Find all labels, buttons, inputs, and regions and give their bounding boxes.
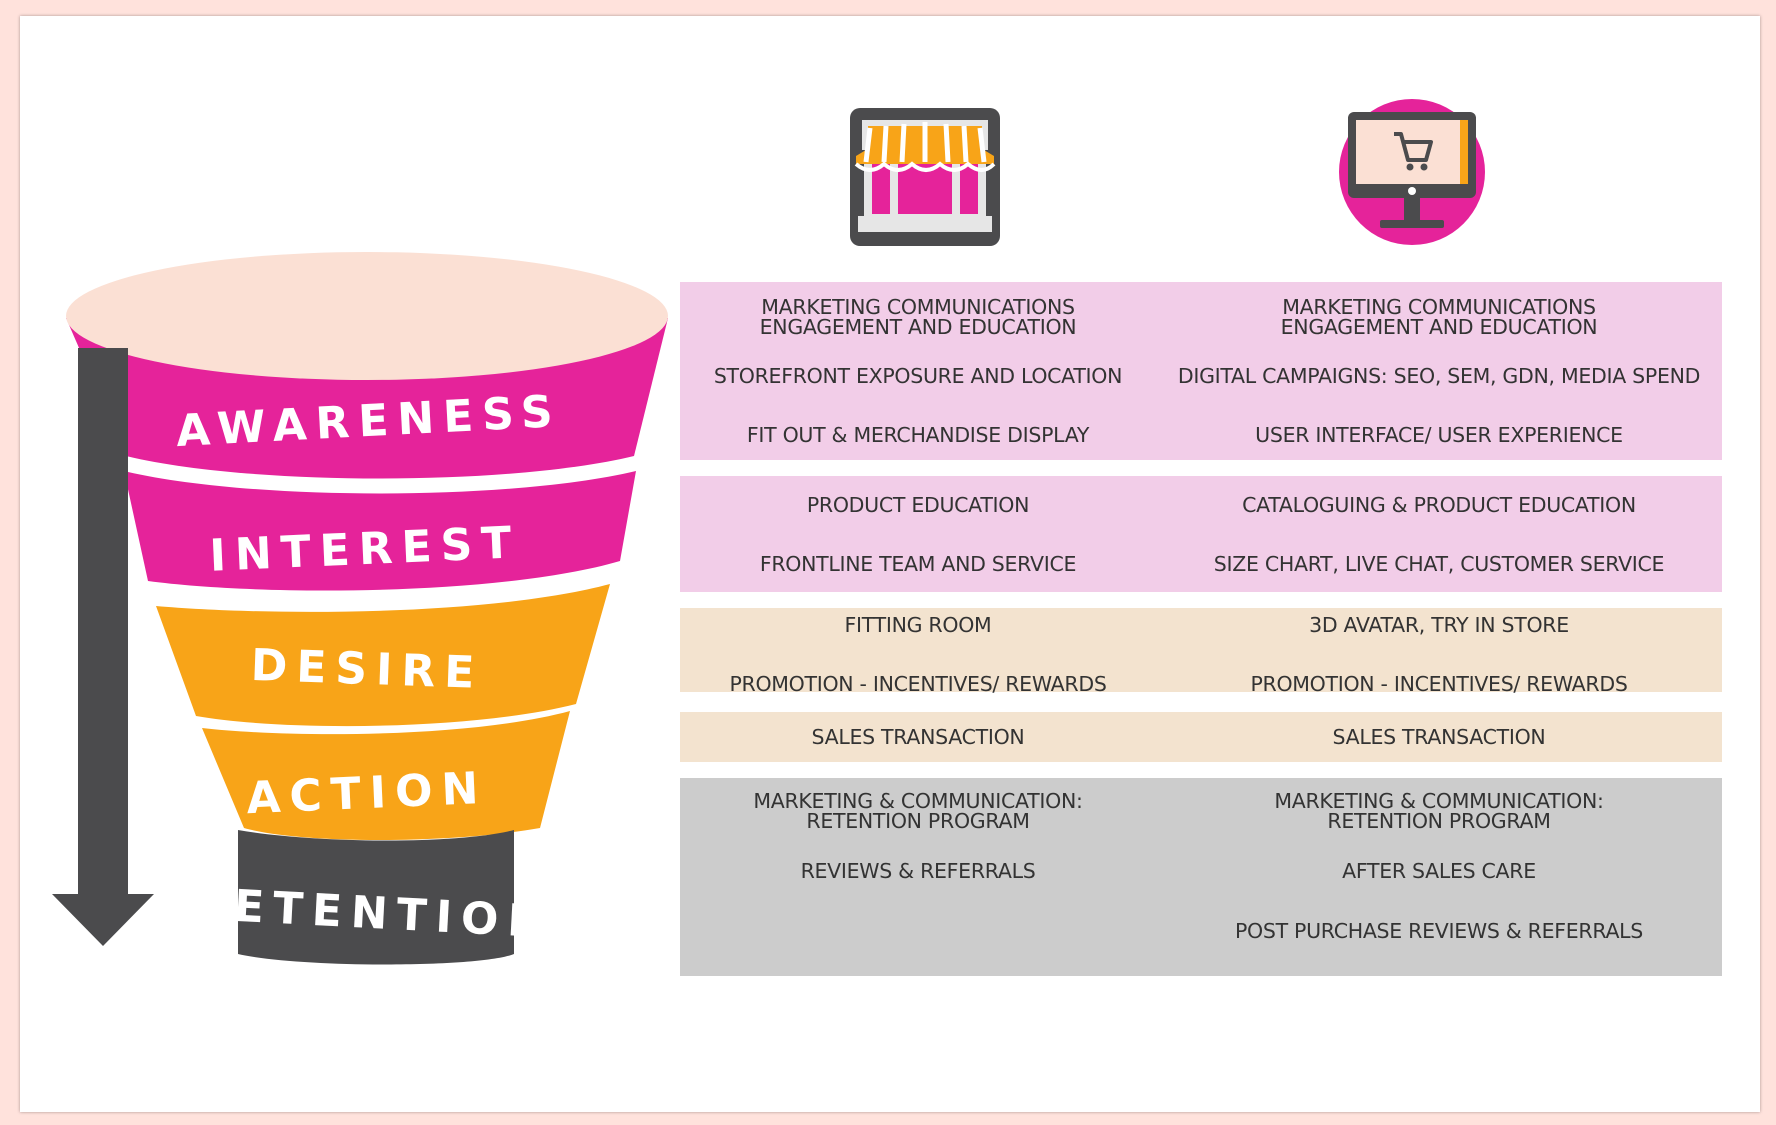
online-cell: PROMOTION - INCENTIVES/ REWARDS — [1250, 672, 1628, 696]
funnel-band-desire — [156, 584, 610, 727]
band-retention: MARKETING & COMMUNICATION: RETENTION PRO… — [680, 778, 1722, 976]
online-cell: MARKETING COMMUNICATIONS ENGAGEMENT AND … — [1280, 295, 1598, 339]
store-cell: PROMOTION - INCENTIVES/ REWARDS — [729, 672, 1107, 696]
store-cell: FRONTLINE TEAM AND SERVICE — [759, 552, 1077, 576]
online-cell: AFTER SALES CARE — [1342, 859, 1536, 883]
table-row: FIT OUT & MERCHANDISE DISPLAY USER INTER… — [680, 406, 1722, 464]
down-arrow-icon — [52, 348, 154, 946]
store-cell — [680, 902, 1156, 960]
online-cell: DIGITAL CAMPAIGNS: SEO, SEM, GDN, MEDIA … — [1177, 364, 1701, 388]
online-cell: SIZE CHART, LIVE CHAT, CUSTOMER SERVICE — [1213, 552, 1665, 576]
store-cell: MARKETING & COMMUNICATION: RETENTION PRO… — [753, 789, 1083, 833]
table-row: PRODUCT EDUCATION CATALOGUING & PRODUCT … — [680, 476, 1722, 534]
table-row: FRONTLINE TEAM AND SERVICE SIZE CHART, L… — [680, 535, 1722, 593]
slide: AWARENESS INTEREST DESIRE ACTION RETENTI… — [20, 16, 1760, 1112]
funnel-diagram: AWARENESS INTEREST DESIRE ACTION RETENTI… — [52, 99, 1485, 965]
table-row: POST PURCHASE REVIEWS & REFERRALS — [680, 902, 1722, 960]
table-row: PROMOTION - INCENTIVES/ REWARDS PROMOTIO… — [680, 655, 1722, 713]
store-cell: STOREFRONT EXPOSURE AND LOCATION — [713, 364, 1123, 388]
store-cell: FITTING ROOM — [844, 613, 992, 637]
online-cell: SALES TRANSACTION — [1332, 725, 1546, 749]
store-cell: MARKETING COMMUNICATIONS ENGAGEMENT AND … — [759, 295, 1077, 339]
online-cell: MARKETING & COMMUNICATION: RETENTION PRO… — [1274, 789, 1604, 833]
store-cell: PRODUCT EDUCATION — [806, 493, 1030, 517]
table-row: MARKETING & COMMUNICATION: RETENTION PRO… — [680, 782, 1722, 840]
table-row: REVIEWS & REFERRALS AFTER SALES CARE — [680, 842, 1722, 900]
online-cell: CATALOGUING & PRODUCT EDUCATION — [1242, 493, 1636, 517]
funnel-top — [66, 252, 668, 380]
stage-label-action: ACTION — [245, 763, 488, 824]
table-row: FITTING ROOM 3D AVATAR, TRY IN STORE — [680, 596, 1722, 654]
storefront-icon — [850, 108, 1000, 246]
table-row: STOREFRONT EXPOSURE AND LOCATION DIGITAL… — [680, 347, 1722, 405]
band-awareness: MARKETING COMMUNICATIONS ENGAGEMENT AND … — [680, 282, 1722, 460]
store-cell: SALES TRANSACTION — [811, 725, 1025, 749]
band-interest: PRODUCT EDUCATION CATALOGUING & PRODUCT … — [680, 476, 1722, 592]
store-cell: FIT OUT & MERCHANDISE DISPLAY — [746, 423, 1090, 447]
online-cell: USER INTERFACE/ USER EXPERIENCE — [1255, 423, 1623, 447]
online-cell: 3D AVATAR, TRY IN STORE — [1309, 613, 1569, 637]
computer-cart-icon — [1339, 99, 1485, 245]
band-desire: FITTING ROOM 3D AVATAR, TRY IN STORE PRO… — [680, 608, 1722, 694]
band-action: SALES TRANSACTION SALES TRANSACTION — [680, 712, 1722, 762]
funnel-band-retention — [238, 830, 514, 965]
funnel-band-action — [202, 711, 570, 840]
stage-label-desire: DESIRE — [250, 640, 484, 699]
table-row: SALES TRANSACTION SALES TRANSACTION — [680, 708, 1722, 766]
funnel-band-interest — [124, 471, 636, 591]
online-cell: POST PURCHASE REVIEWS & REFERRALS — [1234, 919, 1644, 943]
table-row: MARKETING COMMUNICATIONS ENGAGEMENT AND … — [680, 288, 1722, 346]
store-cell: REVIEWS & REFERRALS — [800, 859, 1036, 883]
